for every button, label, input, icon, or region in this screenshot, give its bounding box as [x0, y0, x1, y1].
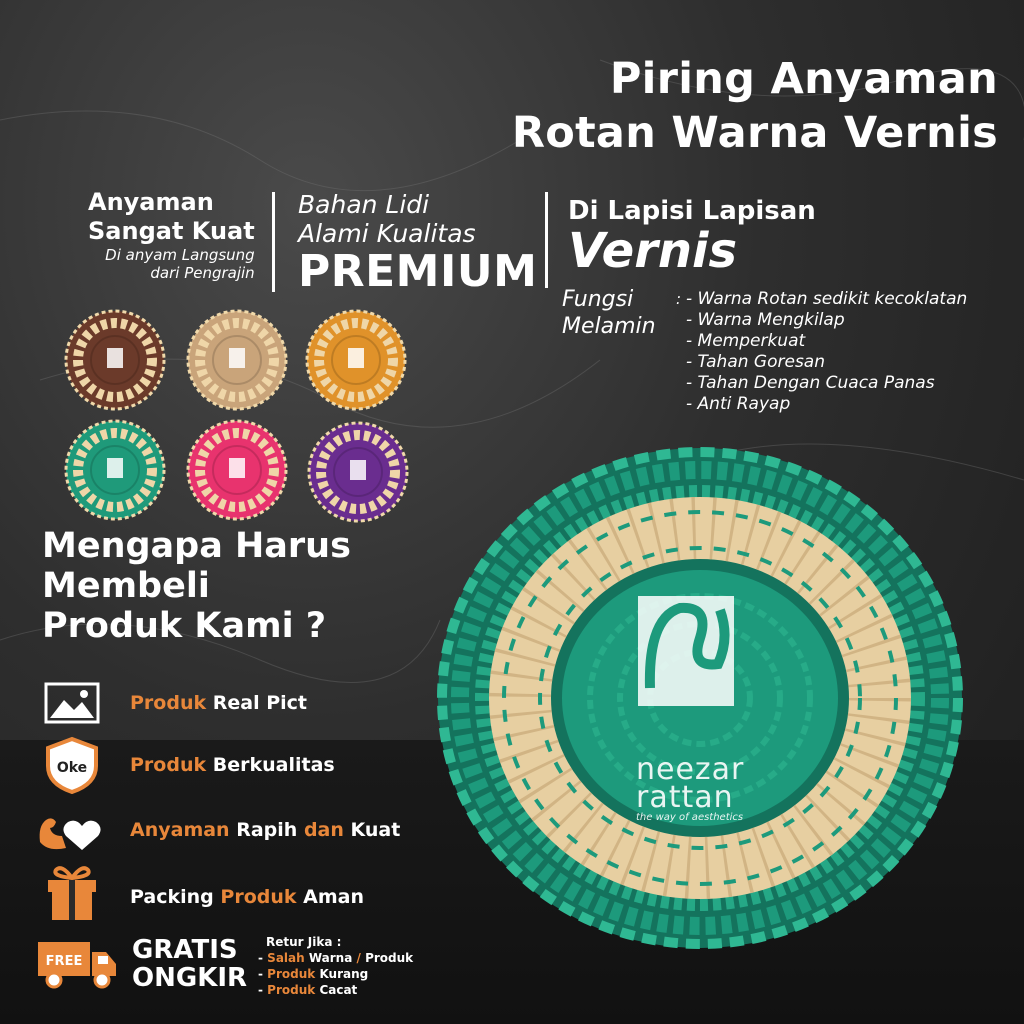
gift-icon: [48, 866, 96, 920]
feature-anyaman-rapih: Anyaman Rapih dan Kuat: [130, 819, 401, 841]
image-icon: [44, 682, 100, 724]
divider: [545, 192, 548, 288]
shield-badge-text: Oke: [57, 760, 87, 776]
list-item: - Tahan Dengan Cuaca Panas: [686, 373, 935, 393]
swatch-brown: [63, 308, 167, 412]
list-item: - Anti Rayap: [686, 394, 791, 414]
list-item: - Memperkuat: [686, 331, 806, 351]
feature-bahan-premium: Bahan Lidi Alami Kualitas PREMIUM: [298, 190, 538, 297]
fungsi-list: - Warna Rotan sedikit kecoklatan - Warna…: [686, 289, 967, 415]
feature-anyaman-kuat: Anyaman Sangat Kuat Di anyam Langsung da…: [88, 188, 255, 282]
list-item: - Tahan Goresan: [686, 352, 825, 372]
swatch-purple: [306, 420, 410, 524]
page-title: Piring Anyaman Rotan Warna Vernis: [511, 54, 998, 158]
swatch-pink: [185, 418, 289, 522]
feature-real-pict: Produk Real Pict: [130, 692, 307, 714]
swatch-orange: [304, 308, 408, 412]
gratis-ongkir: GRATIS ONGKIR: [132, 935, 248, 993]
brand-logo-text: neezar rattan the way of aesthetics: [636, 752, 745, 824]
brand-name-2: rattan: [636, 780, 734, 815]
fungsi-label: Fungsi Melamin: [562, 287, 656, 339]
brand-name-1: neezar: [636, 752, 745, 787]
feature-vernis: Di Lapisi Lapisan Vernis: [568, 196, 816, 279]
brand-tagline: the way of aesthetics: [636, 812, 744, 823]
truck-icon: FREE: [38, 942, 116, 989]
retur-conditions: Retur Jika : - Salah Warna / Produk - Pr…: [258, 935, 414, 997]
free-badge-text: FREE: [46, 954, 83, 969]
why-heading: Mengapa Harus Membeli Produk Kami ?: [42, 526, 351, 646]
rattan-plate: [437, 447, 963, 949]
retur-item: - Produk Cacat: [258, 983, 358, 997]
fungsi-colon: :: [676, 290, 682, 308]
divider: [272, 192, 275, 292]
list-item: - Warna Mengkilap: [686, 310, 845, 330]
shield-icon: Oke: [46, 736, 98, 794]
retur-item: - Salah Warna / Produk: [258, 951, 414, 965]
list-item: - Warna Rotan sedikit kecoklatan: [686, 289, 968, 309]
swatch-natural: [185, 308, 289, 412]
muscle-heart-icon: [39, 818, 101, 850]
retur-item: - Produk Kurang: [258, 967, 369, 981]
feature-packing: Packing Produk Aman: [130, 886, 365, 908]
feature-berkualitas: Produk Berkualitas: [130, 754, 335, 776]
swatch-green: [63, 418, 167, 522]
